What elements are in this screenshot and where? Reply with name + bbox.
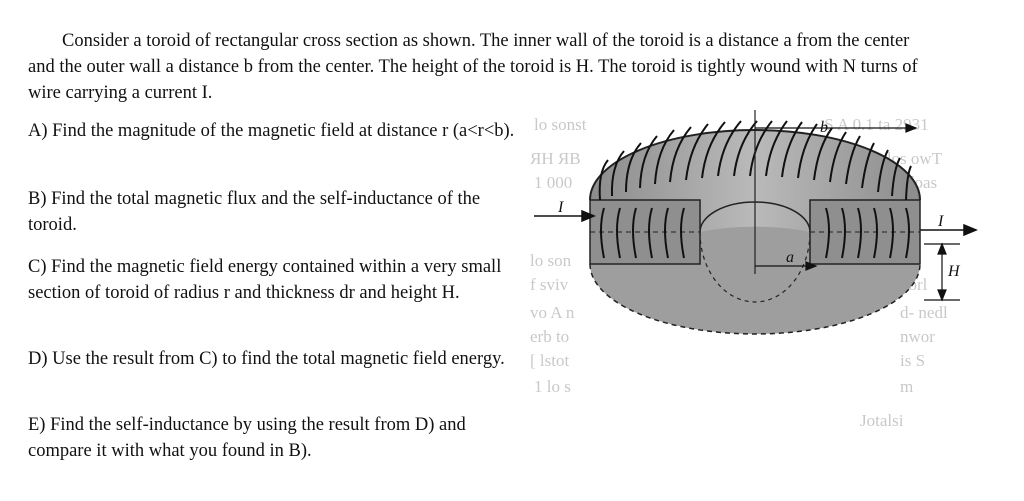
svg-text:1 lo s: 1 lo s — [534, 377, 571, 396]
svg-text:erb to: erb to — [530, 327, 569, 346]
radius-b-arrow — [755, 123, 918, 133]
svg-text:Jotalsi: Jotalsi — [860, 411, 904, 430]
question-d: D) Use the result from C) to find the to… — [28, 349, 505, 369]
problem-intro: Consider a toroid of rectangular cross s… — [28, 31, 918, 103]
radius-a-arrow — [755, 261, 818, 271]
svg-text:ЯН ЯВ: ЯН ЯВ — [530, 149, 581, 168]
svg-text:d- nedl: d- nedl — [900, 303, 948, 322]
label-current-left: I — [557, 199, 564, 216]
label-a: a — [786, 249, 794, 266]
svg-text:.S A 0.1 ta 2931: .S A 0.1 ta 2931 — [820, 115, 929, 134]
label-current-right: I — [937, 213, 944, 230]
question-a: A) Find the magnitude of the magnetic fi… — [28, 121, 515, 141]
question-b: B) Find the total magnetic flux and the … — [28, 189, 481, 235]
question-e: E) Find the self-inductance by using the… — [28, 415, 466, 461]
svg-text:lo sonst: lo sonst — [534, 115, 587, 134]
svg-text:f sviv: f sviv — [530, 275, 569, 294]
svg-text:m: m — [900, 377, 913, 396]
svg-text:is S: is S — [900, 351, 925, 370]
svg-text:[ lstot: [ lstot — [530, 351, 569, 370]
height-h-dimension — [924, 242, 960, 302]
label-h: H — [947, 263, 961, 280]
toroid-figure: lo sonst .S A 0.1 ta 2931 ЯН ЯВ bionslos… — [520, 104, 990, 434]
current-lead-right — [920, 223, 978, 237]
question-c: C) Find the magnetic field energy contai… — [28, 257, 502, 303]
svg-text:vo A n: vo A n — [530, 303, 575, 322]
svg-text:1 000: 1 000 — [534, 173, 572, 192]
current-lead-left — [534, 209, 596, 223]
label-b: b — [820, 119, 828, 136]
svg-text:nwor: nwor — [900, 327, 935, 346]
svg-text:lo son: lo son — [530, 251, 572, 270]
